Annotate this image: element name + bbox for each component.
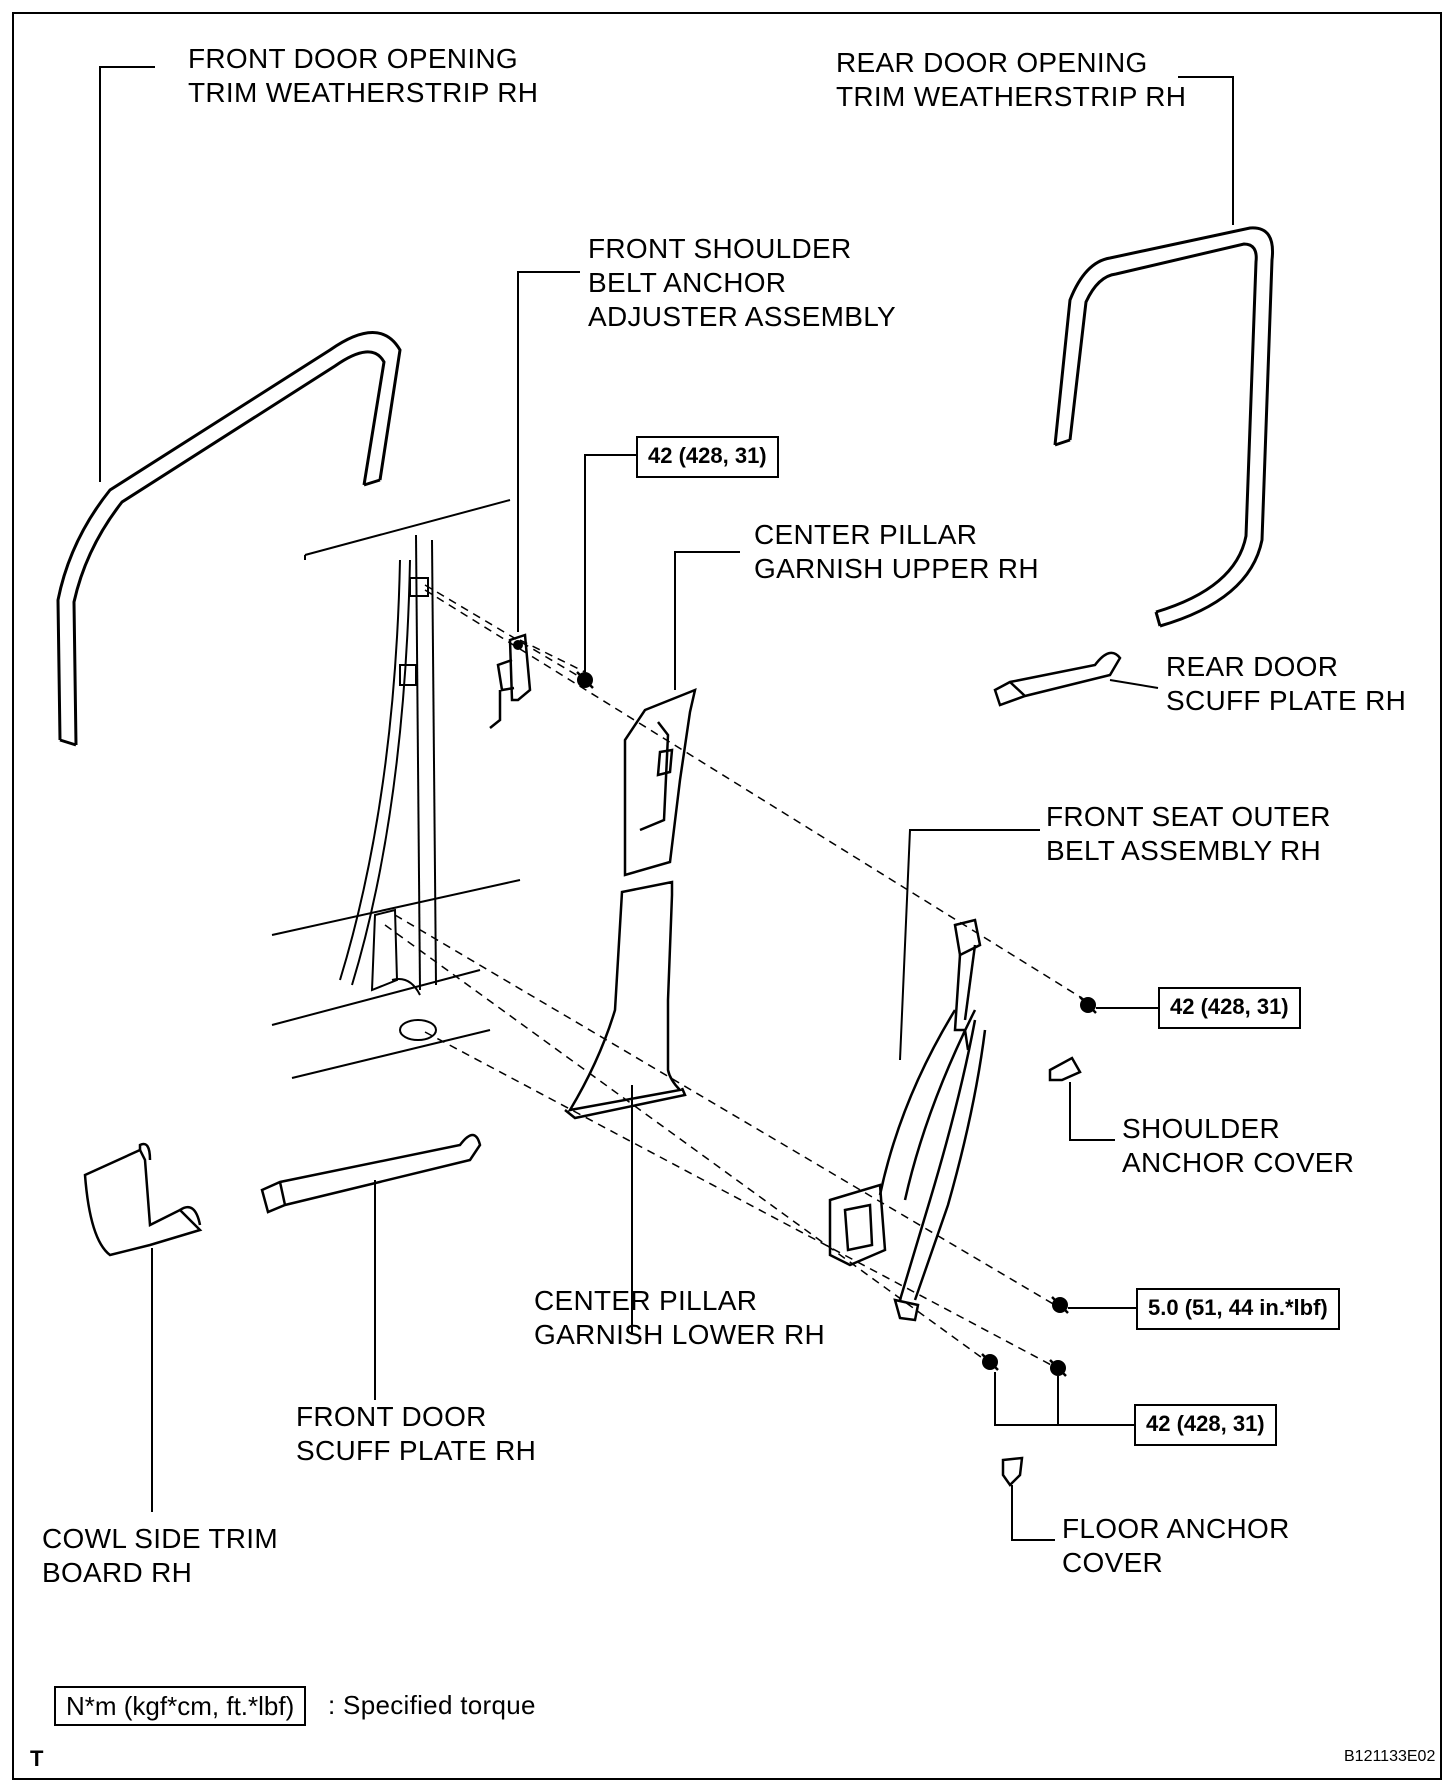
label-line: SCUFF PLATE RH [296, 1435, 537, 1466]
front-seat-belt-part [828, 918, 987, 1322]
leader-floor-anchor-cover [1011, 1485, 1055, 1541]
bolt-floor-anchor-left [981, 1353, 999, 1371]
label-center-pillar-upper: CENTER PILLAR GARNISH UPPER RH [754, 518, 1039, 586]
torque-box-shoulder-anchor: 42 (428, 31) [1158, 987, 1301, 1029]
rear-door-scuff-part [993, 651, 1122, 707]
label-floor-anchor-cover: FLOOR ANCHOR COVER [1062, 1512, 1290, 1580]
center-pillar-lower-part [564, 880, 687, 1120]
label-line: CENTER PILLAR [534, 1285, 758, 1316]
label-shoulder-anchor-cover: SHOULDER ANCHOR COVER [1122, 1112, 1354, 1180]
leader-rear-door-scuff [1109, 679, 1159, 689]
label-line: REAR DOOR [1166, 651, 1339, 682]
label-line: FRONT DOOR [296, 1401, 487, 1432]
label-front-door-scuff: FRONT DOOR SCUFF PLATE RH [296, 1400, 536, 1468]
label-line: COWL SIDE TRIM [42, 1523, 278, 1554]
bolt-shoulder-anchor [1079, 996, 1097, 1014]
label-line: SCUFF PLATE RH [1166, 685, 1407, 716]
label-line: ANCHOR COVER [1122, 1147, 1355, 1178]
label-center-pillar-lower: CENTER PILLAR GARNISH LOWER RH [534, 1284, 825, 1352]
figure-code: B121133E02 [1344, 1748, 1436, 1765]
label-line: CENTER PILLAR [754, 519, 978, 550]
leader-floor-anchor-bolts [994, 1372, 1135, 1426]
front-door-scuff-part [260, 1133, 482, 1214]
leader-front-seat-belt [899, 829, 1040, 1061]
leader-belt-anchor-adjuster [517, 271, 580, 632]
label-line: GARNISH UPPER RH [754, 553, 1039, 584]
body-panel [271, 499, 521, 1079]
torque-box-retractor-bolt: 5.0 (51, 44 in.*lbf) [1136, 1288, 1340, 1330]
label-line: BELT ANCHOR [588, 267, 787, 298]
label-front-seat-outer-belt: FRONT SEAT OUTER BELT ASSEMBLY RH [1046, 800, 1331, 868]
cowl-side-trim-part [83, 1142, 203, 1257]
center-pillar-upper-part [623, 687, 697, 877]
label-line: COVER [1062, 1547, 1164, 1578]
shoulder-anchor-cover-part [1048, 1056, 1082, 1082]
front-door-weatherstrip-part [56, 331, 402, 747]
bolt-floor-anchor-right [1049, 1359, 1067, 1377]
diagram-frame [12, 12, 1442, 1780]
floor-anchor-cover-part [1001, 1456, 1024, 1487]
label-rear-door-scuff: REAR DOOR SCUFF PLATE RH [1166, 650, 1406, 718]
footer-left-mark: T [30, 1746, 44, 1771]
leader-center-pillar-upper [674, 551, 740, 690]
label-line: BOARD RH [42, 1557, 193, 1588]
belt-anchor-adjuster-part [489, 633, 532, 729]
label-line: FLOOR ANCHOR [1062, 1513, 1290, 1544]
label-line: GARNISH LOWER RH [534, 1319, 826, 1350]
label-line: REAR DOOR OPENING [836, 47, 1148, 78]
label-front-shoulder-belt: FRONT SHOULDER BELT ANCHOR ADJUSTER ASSE… [588, 232, 896, 334]
label-cowl-side-trim: COWL SIDE TRIM BOARD RH [42, 1522, 278, 1590]
torque-box-floor-anchor: 42 (428, 31) [1134, 1404, 1277, 1446]
label-line: FRONT SEAT OUTER [1046, 801, 1331, 832]
legend-description: : Specified torque [328, 1690, 536, 1720]
leader-front-door-weatherstrip [99, 66, 155, 482]
leader-rear-door-weatherstrip [1178, 76, 1234, 225]
rear-door-weatherstrip-part [1053, 226, 1275, 628]
label-line: TRIM WEATHERSTRIP RH [188, 77, 539, 108]
legend-unit-box: N*m (kgf*cm, ft.*lbf) [54, 1686, 307, 1726]
label-line: ADJUSTER ASSEMBLY [588, 301, 897, 332]
label-line: BELT ASSEMBLY RH [1046, 835, 1322, 866]
leader-shoulder-anchor-cover [1069, 1082, 1115, 1141]
label-rear-door-weatherstrip: REAR DOOR OPENING TRIM WEATHERSTRIP RH [836, 46, 1186, 114]
alignment-lines [384, 584, 1086, 1368]
torque-box-belt-anchor-adjuster: 42 (428, 31) [636, 436, 779, 478]
bolt-retractor [1051, 1296, 1069, 1314]
label-line: FRONT SHOULDER [588, 233, 852, 264]
label-line: TRIM WEATHERSTRIP RH [836, 81, 1187, 112]
label-line: SHOULDER [1122, 1113, 1280, 1144]
label-front-door-weatherstrip: FRONT DOOR OPENING TRIM WEATHERSTRIP RH [188, 42, 538, 110]
leader-bolt-adjuster [584, 454, 636, 672]
label-line: FRONT DOOR OPENING [188, 43, 519, 74]
